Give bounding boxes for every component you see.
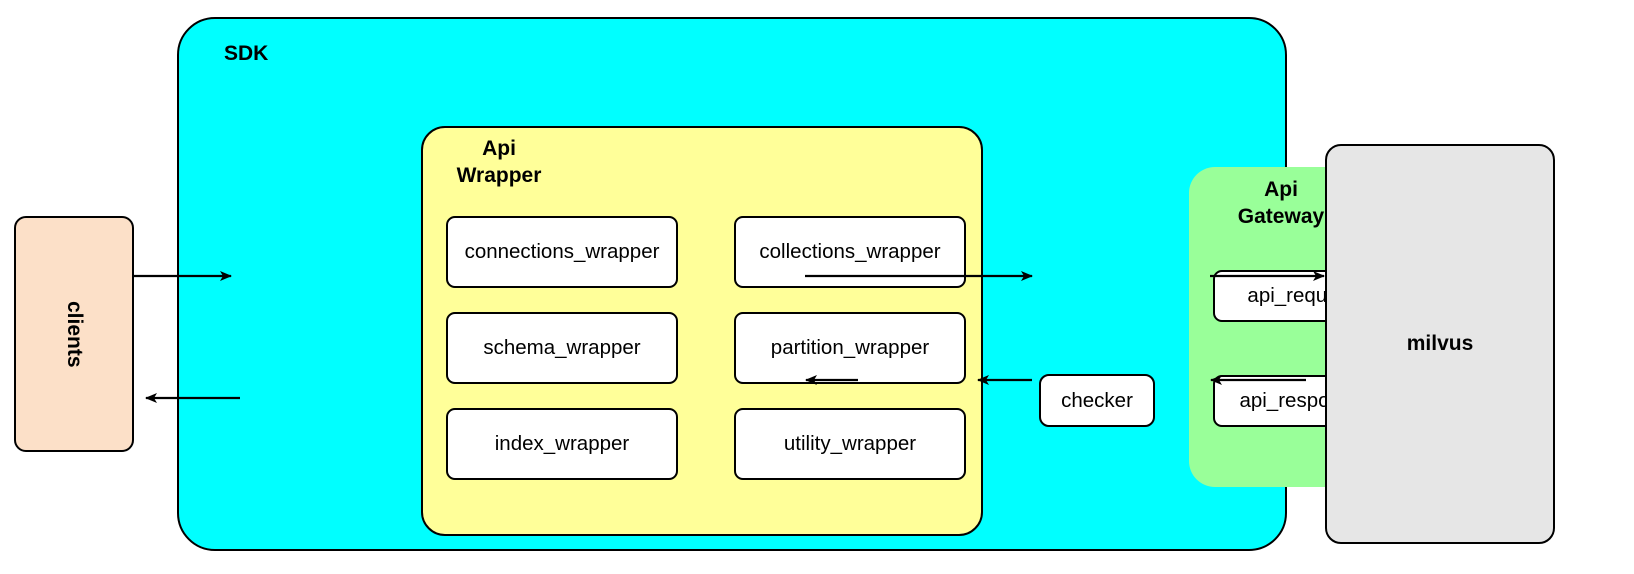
checker-node[interactable]: checker [1039, 374, 1155, 427]
partition-wrapper-node[interactable]: partition_wrapper [734, 312, 966, 384]
api-wrapper-container[interactable]: Api Wrapper connections_wrapper collecti… [421, 126, 983, 536]
collections-wrapper-node[interactable]: collections_wrapper [734, 216, 966, 288]
index-wrapper-node[interactable]: index_wrapper [446, 408, 678, 480]
api-wrapper-label: Api Wrapper [456, 137, 542, 187]
clients-label: clients [63, 300, 86, 368]
sdk-label: SDK [224, 42, 269, 65]
sdk-container[interactable]: SDK Api Wrapper connections_wrapper coll… [177, 17, 1417, 551]
milvus-node[interactable]: milvus [1325, 144, 1555, 544]
utility-wrapper-node[interactable]: utility_wrapper [734, 408, 966, 480]
connections-wrapper-node[interactable]: connections_wrapper [446, 216, 678, 288]
clients-node[interactable]: clients [14, 216, 134, 452]
schema-wrapper-node[interactable]: schema_wrapper [446, 312, 678, 384]
api-gateway-label: Api Gateway [1237, 178, 1325, 228]
